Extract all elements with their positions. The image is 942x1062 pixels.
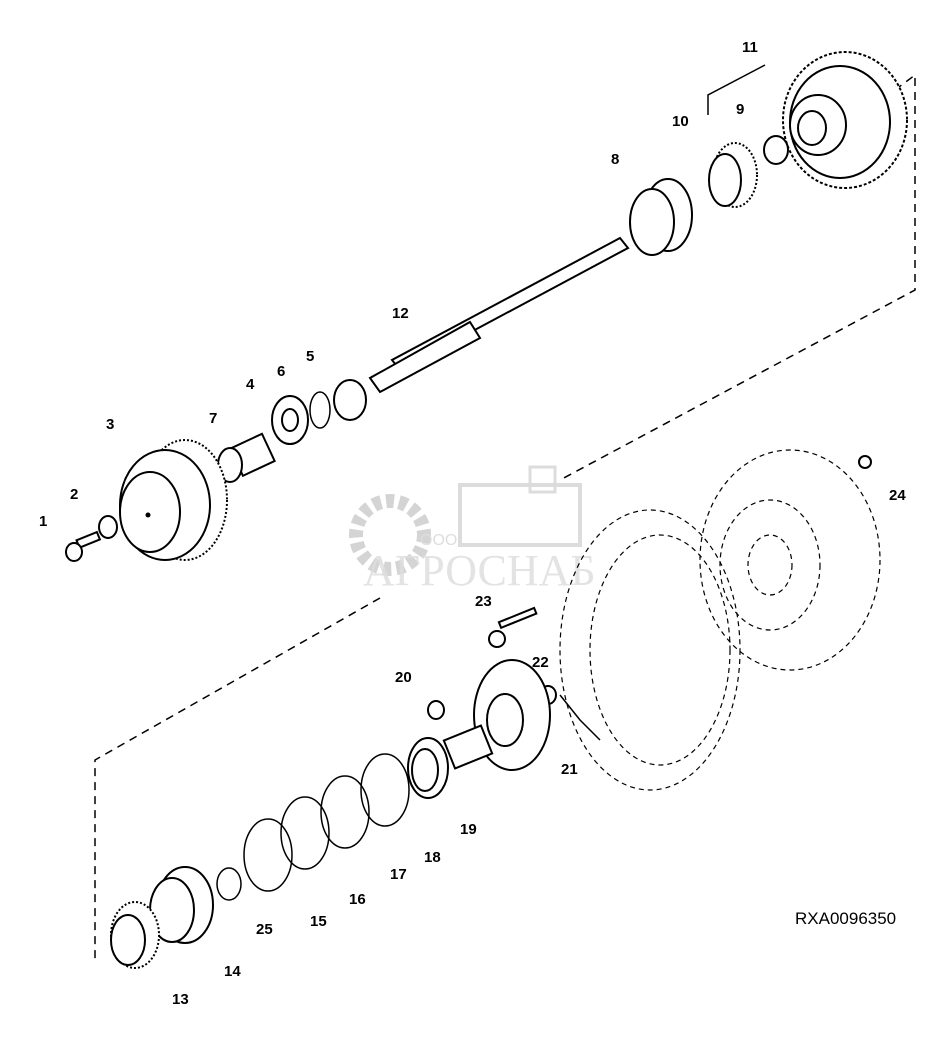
watermark-logo: ООО АГРОСНАБ [349,465,596,595]
callout-4: 4 [246,376,255,393]
callout-3: 3 [106,416,114,433]
callout-15: 15 [310,913,327,930]
part-5-bearing [333,379,367,421]
callout-labels: 1234567891011121314151617181920212223242… [39,39,906,1008]
part-24-bolt [858,455,872,469]
part-9-washer [763,135,789,165]
part-1-bolt [65,530,102,562]
part-20-bolt [427,700,445,720]
part-25-ring [216,867,242,901]
callout-19: 19 [460,821,477,838]
callout-20: 20 [395,669,412,686]
callout-24: 24 [889,487,906,504]
part-6-snap-ring [309,391,331,429]
assembly-lines [94,64,916,960]
part-8-bearing-cup [629,178,693,256]
callout-23: 23 [475,593,492,610]
part-2-washer [98,515,118,539]
part-18-shim [360,753,410,827]
callout-8: 8 [611,151,619,168]
part-14-bearing-cup [149,866,214,944]
part-17-shim [320,775,370,849]
part-12-shaft [368,236,630,394]
part-11-gear [782,51,908,189]
part-16-shim [280,796,330,870]
callout-5: 5 [306,348,314,365]
callout-16: 16 [349,891,366,908]
callout-22: 22 [532,654,549,671]
figure-code: RXA0096350 [795,909,896,928]
part-4-washer [271,395,309,445]
callout-10: 10 [672,113,689,130]
part-3-pulley [119,439,228,561]
callout-7: 7 [209,410,217,427]
callout-25: 25 [256,921,273,938]
callout-17: 17 [390,866,407,883]
watermark-line1: ООО [420,532,457,549]
part-19-seal [407,737,449,799]
callout-12: 12 [392,305,409,322]
watermark-line2: АГРОСНАБ [363,546,596,595]
part-21-flange-shaft [442,659,551,771]
callout-9: 9 [736,101,744,118]
flywheel-housing-dashed [559,449,881,791]
callout-11: 11 [742,39,758,56]
part-23-bolt [488,606,538,648]
part-13-bearing [110,901,160,969]
callout-2: 2 [70,486,78,503]
part-15-shim [243,818,293,892]
part-10-bearing [708,142,758,208]
callout-1: 1 [39,513,47,530]
part-7-bushing [217,432,276,483]
callout-13: 13 [172,991,189,1008]
callout-21: 21 [561,761,578,778]
callout-6: 6 [277,363,285,380]
callout-18: 18 [424,849,441,866]
callout-14: 14 [224,963,241,980]
